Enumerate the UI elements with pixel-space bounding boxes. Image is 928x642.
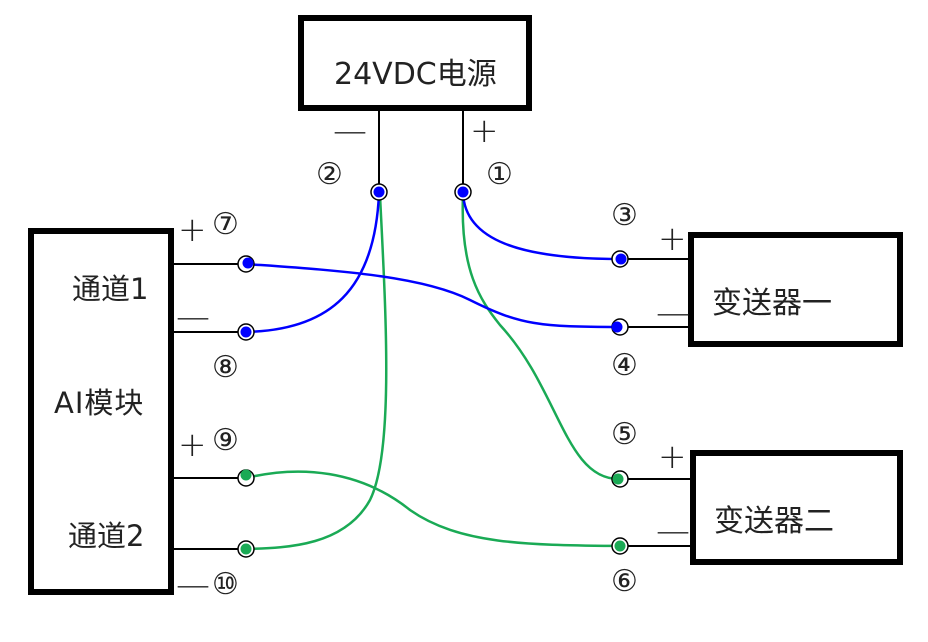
transmitter2-box: 变送器二 (690, 450, 903, 565)
terminal-9[interactable] (237, 469, 255, 487)
terminal-2[interactable] (370, 183, 388, 201)
t2-pos-sign: + (658, 437, 687, 477)
power-supply-label: 24VDC电源 (334, 57, 497, 92)
terminal-8[interactable] (237, 323, 255, 341)
t1-pos-sign: + (658, 219, 687, 259)
terminal-6[interactable] (611, 537, 629, 555)
wire-1-to-5 (461, 194, 621, 481)
terminal-6-label: ⑥ (611, 564, 638, 599)
terminal-5-label: ⑤ (611, 417, 638, 452)
terminal-8-label: ⑧ (212, 350, 239, 385)
wire-1-to-3 (461, 192, 621, 261)
t2-neg-sign: — (656, 511, 690, 551)
terminal-3-label: ③ (611, 198, 638, 233)
wire-9-to-6 (245, 470, 621, 548)
terminal-10-label: ⑩ (212, 567, 239, 602)
power-neg-sign: — (333, 111, 367, 151)
channel2-label: 通道2 (68, 519, 145, 553)
terminal-2-label: ② (316, 157, 343, 192)
terminal-9-label: ⑨ (212, 423, 239, 458)
ai-module-box: 通道1 AI模块 通道2 (28, 228, 174, 595)
power-pos-sign: + (470, 111, 499, 151)
transmitter1-label: 变送器一 (712, 286, 832, 321)
ai-module-label: AI模块 (54, 386, 145, 420)
ch1-neg-sign: — (176, 297, 210, 337)
terminal-5[interactable] (611, 470, 629, 488)
transmitter2-label: 变送器二 (714, 504, 834, 539)
t1-neg-sign: — (656, 293, 690, 333)
ch2-neg-sign: — (176, 565, 210, 605)
terminal-3[interactable] (611, 250, 629, 268)
channel1-label: 通道1 (72, 272, 149, 306)
ch2-pos-sign: + (178, 425, 207, 465)
terminal-7[interactable] (237, 255, 255, 273)
terminal-7-label: ⑦ (212, 207, 239, 242)
wire-7-to-4 (245, 262, 621, 329)
transmitter1-box: 变送器一 (688, 232, 903, 347)
terminal-4[interactable] (611, 318, 629, 336)
wire-8-to-2 (245, 192, 381, 334)
power-supply-box: 24VDC电源 (298, 15, 532, 111)
terminal-10[interactable] (237, 540, 255, 558)
wire-2-to-10 (245, 194, 388, 551)
terminal-1-label: ① (486, 157, 513, 192)
terminal-4-label: ④ (611, 348, 638, 383)
terminal-1[interactable] (454, 183, 472, 201)
ch1-pos-sign: + (178, 210, 207, 250)
